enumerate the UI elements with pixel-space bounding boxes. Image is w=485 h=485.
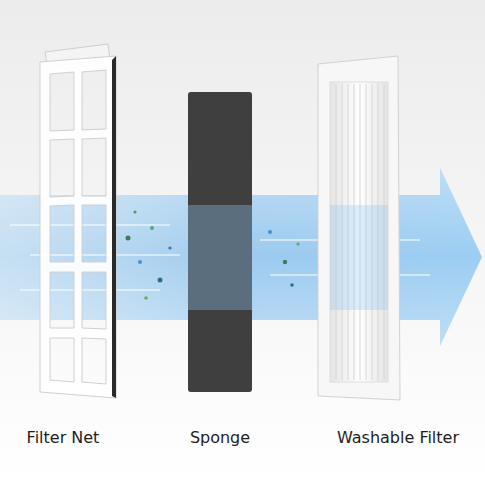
washable-filter: [318, 56, 400, 400]
part-label: Washable Filter: [337, 428, 459, 447]
part-label: Sponge: [190, 428, 250, 447]
filter-net: [40, 44, 116, 398]
sponge: [188, 92, 252, 392]
part-label: Filter Net: [27, 428, 100, 447]
